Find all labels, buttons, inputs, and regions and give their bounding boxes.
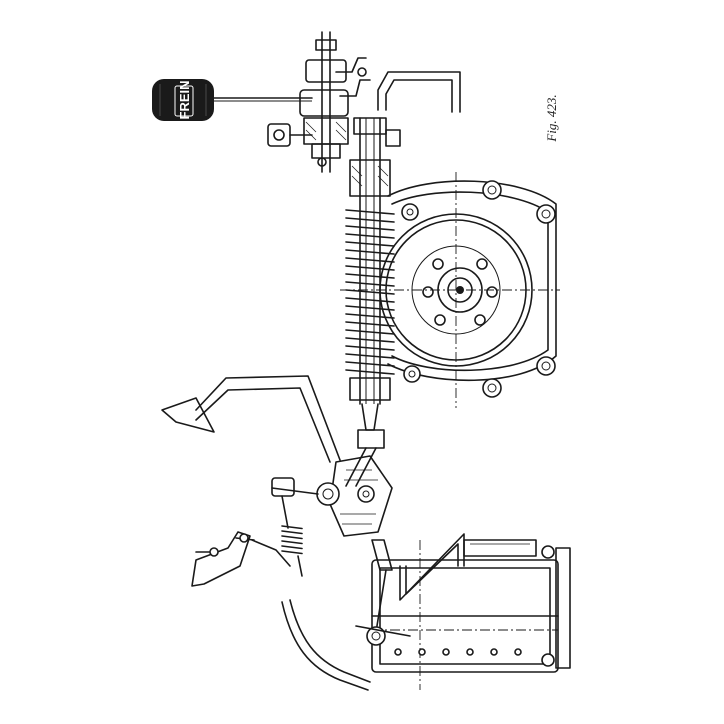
compression-spring [345,209,395,375]
bell-crank [271,455,393,537]
spring-coil [345,209,395,375]
pedal-clevis-link [267,123,313,147]
hub-bolts [422,258,498,326]
tension-spring [281,525,303,555]
gearbox-bolt-row [394,648,522,656]
frame-bracket [377,71,461,113]
brake-pedal-assembly: FREIN [152,31,371,173]
hand-brake-lever [161,375,341,463]
brake-anchor-pins [401,180,556,398]
pedal-shaft-housing [299,31,349,173]
figure-caption: Fig. 423. [544,94,559,142]
accelerator-pedal [191,531,291,587]
pedal-return-linkage [335,57,371,97]
spring-coil [281,525,303,555]
pedal-pad-lettering: FREIN [177,81,192,120]
brake-drum-assembly [340,172,560,408]
control-cable [289,599,371,683]
pedal-pad-tread [159,84,207,116]
transmission-housing [355,533,571,690]
